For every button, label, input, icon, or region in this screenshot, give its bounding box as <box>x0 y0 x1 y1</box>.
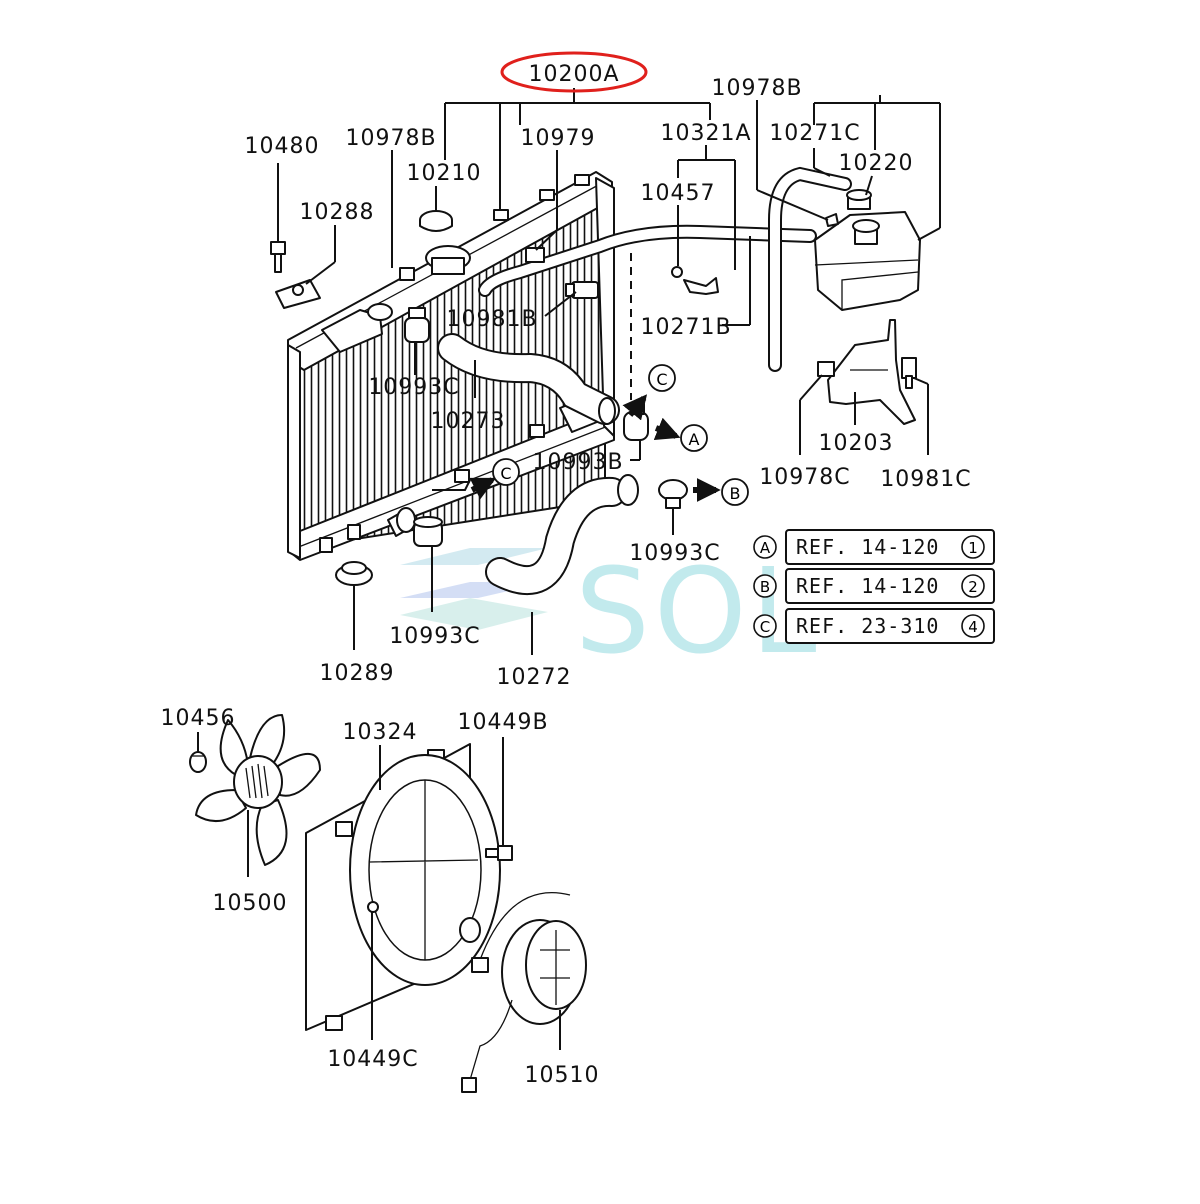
hose-clamp-upper <box>404 307 430 343</box>
part-label-10457: 10457 <box>641 181 716 206</box>
part-label-10449b: 10449B <box>457 710 548 735</box>
part-label-10271b: 10271B <box>640 315 731 340</box>
svg-text:B: B <box>730 484 741 503</box>
svg-text:1: 1 <box>968 539 978 557</box>
bolt-10449b <box>485 845 513 861</box>
part-label-10993b: 10993B <box>532 450 623 475</box>
radiator-cap <box>419 210 453 232</box>
part-label-10981b: 10981B <box>446 307 537 332</box>
radiator <box>287 171 615 561</box>
leader-lines <box>197 88 941 1050</box>
part-label-10203: 10203 <box>819 431 894 456</box>
part-label-10273: 10273 <box>431 409 506 434</box>
hose-clamp-right <box>658 479 688 509</box>
part-label-10993c-upper: 10993C <box>368 375 459 400</box>
reference-row-b: B REF. 14-120 2 <box>753 568 995 604</box>
part-label-10480: 10480 <box>245 134 320 159</box>
bolt-10981b <box>565 281 599 299</box>
part-label-10200a: 10200A <box>528 62 619 87</box>
svg-text:C: C <box>656 370 667 389</box>
reference-table: A REF. 14-120 1 B REF. 14-120 2 C REF. 2… <box>753 529 995 644</box>
part-label-10449c: 10449C <box>327 1047 418 1072</box>
part-label-10456: 10456 <box>161 706 236 731</box>
reference-text-c: REF. 23-310 <box>796 614 939 638</box>
part-label-10321a: 10321A <box>660 121 751 146</box>
svg-text:4: 4 <box>968 618 978 636</box>
svg-text:A: A <box>689 430 700 449</box>
bolt-10449c <box>367 901 379 913</box>
marker-c-lower: C <box>492 458 520 486</box>
highlighted-part-label: 10200A <box>500 51 648 93</box>
flow-arrows <box>432 394 721 502</box>
part-label-10993c-lower: 10993C <box>389 624 480 649</box>
part-label-10289: 10289 <box>320 661 395 686</box>
bolt-10480 <box>270 241 286 273</box>
part-label-10979: 10979 <box>521 126 596 151</box>
part-label-10978c: 10978C <box>759 465 850 490</box>
part-label-10993c-right: 10993C <box>629 541 720 566</box>
part-label-10500: 10500 <box>213 891 288 916</box>
svg-text:2: 2 <box>968 578 978 596</box>
reserve-tank <box>814 189 921 311</box>
svg-text:C: C <box>760 618 770 636</box>
marker-a: A <box>680 424 708 452</box>
part-label-10271c: 10271C <box>769 121 860 146</box>
part-label-10324: 10324 <box>343 720 418 745</box>
part-label-10978b-top: 10978B <box>711 76 802 101</box>
grommet-10289 <box>335 561 373 586</box>
bracket-10288 <box>275 279 321 309</box>
reference-row-c: C REF. 23-310 4 <box>753 608 995 644</box>
marker-b: B <box>721 478 749 506</box>
tank-bracket <box>817 319 917 425</box>
part-label-10510: 10510 <box>525 1063 600 1088</box>
part-label-10220: 10220 <box>839 151 914 176</box>
part-label-10272: 10272 <box>497 665 572 690</box>
part-label-10288: 10288 <box>300 200 375 225</box>
fan-shroud <box>305 743 501 1031</box>
fan-motor <box>461 891 587 1093</box>
svg-text:B: B <box>760 578 770 596</box>
cooling-fan-blade <box>195 714 321 866</box>
part-labels: 10480 10978B 10210 10979 10321A 10978B 1… <box>161 76 971 1088</box>
watermark-logo: SOL <box>400 542 821 680</box>
part-label-10981c: 10981C <box>880 467 971 492</box>
svg-text:C: C <box>500 464 511 483</box>
part-label-10978b-left: 10978B <box>345 126 436 151</box>
svg-text:A: A <box>760 539 771 557</box>
part-label-10210: 10210 <box>407 161 482 186</box>
reference-text-b: REF. 14-120 <box>796 574 939 598</box>
nut-10456 <box>189 751 207 773</box>
hose-clamp-lower <box>413 516 443 547</box>
marker-c-upper: C <box>648 364 676 392</box>
reference-text-a: REF. 14-120 <box>796 535 939 559</box>
reference-row-a: A REF. 14-120 1 <box>753 529 995 565</box>
watermark-text: SOL <box>575 542 821 680</box>
